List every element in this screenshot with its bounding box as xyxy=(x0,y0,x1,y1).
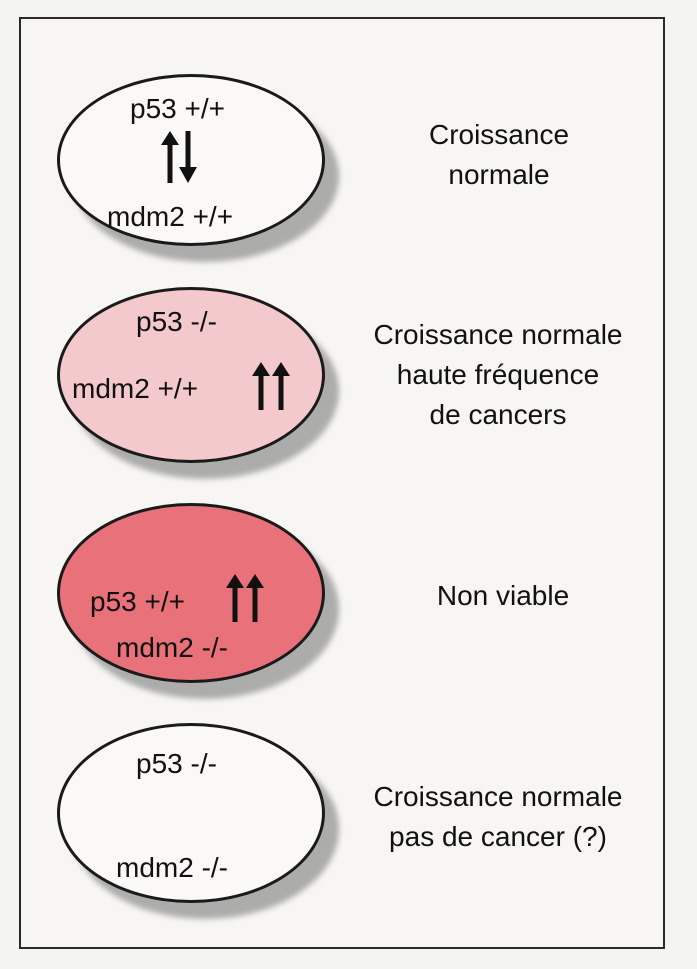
panel-2-mdm2-label: mdm2 +/+ xyxy=(72,373,199,404)
panel-2-description-line: haute fréquence xyxy=(396,359,600,390)
panel-1-oval: p53 +/+ mdm2 +/+ xyxy=(57,74,325,246)
panel-2-description-line: de cancers xyxy=(429,399,567,430)
panel-2-description-line: Croissance normale xyxy=(373,319,623,350)
double-up-arrows-icon xyxy=(252,362,290,410)
panel-2-oval-group: p53 -/- mdm2 +/+ xyxy=(57,287,357,483)
panel-1-p53-label: p53 +/+ xyxy=(130,93,225,124)
double-up-arrows-icon xyxy=(226,574,264,622)
panel-4-description-line: pas de cancer (?) xyxy=(389,821,607,852)
panel-4-oval-group: p53 -/- mdm2 -/- xyxy=(57,723,357,923)
panel-2-description: Croissance normale haute fréquence de ca… xyxy=(353,315,643,435)
panel-4-mdm2-label: mdm2 -/- xyxy=(116,852,228,883)
panel-1-mdm2-label: mdm2 +/+ xyxy=(107,201,234,232)
panel-4-description: Croissance normale pas de cancer (?) xyxy=(353,777,643,857)
diagram-frame: p53 +/+ mdm2 +/+ Croissance normale p53 … xyxy=(19,17,665,949)
up-down-arrows-icon xyxy=(161,131,197,183)
panel-3-p53-label: p53 +/+ xyxy=(90,586,185,617)
panel-2-p53-label: p53 -/- xyxy=(136,306,217,337)
panel-3-oval-group: p53 +/+ mdm2 -/- xyxy=(57,503,357,703)
panel-1-oval-group: p53 +/+ mdm2 +/+ xyxy=(57,74,357,264)
panel-3-description-line: Non viable xyxy=(436,580,570,611)
panel-3-oval: p53 +/+ mdm2 -/- xyxy=(57,503,325,683)
panel-2-oval: p53 -/- mdm2 +/+ xyxy=(57,287,325,463)
panel-1-description: Croissance normale xyxy=(389,115,609,195)
panel-4-oval: p53 -/- mdm2 -/- xyxy=(57,723,325,903)
panel-3-mdm2-label: mdm2 -/- xyxy=(116,632,228,663)
panel-3-description: Non viable xyxy=(393,576,613,616)
panel-1-description-line: Croissance xyxy=(428,119,570,150)
panel-4-p53-label: p53 -/- xyxy=(136,748,217,779)
panel-1-description-line: normale xyxy=(448,159,550,190)
panel-4-description-line: Croissance normale xyxy=(373,781,623,812)
